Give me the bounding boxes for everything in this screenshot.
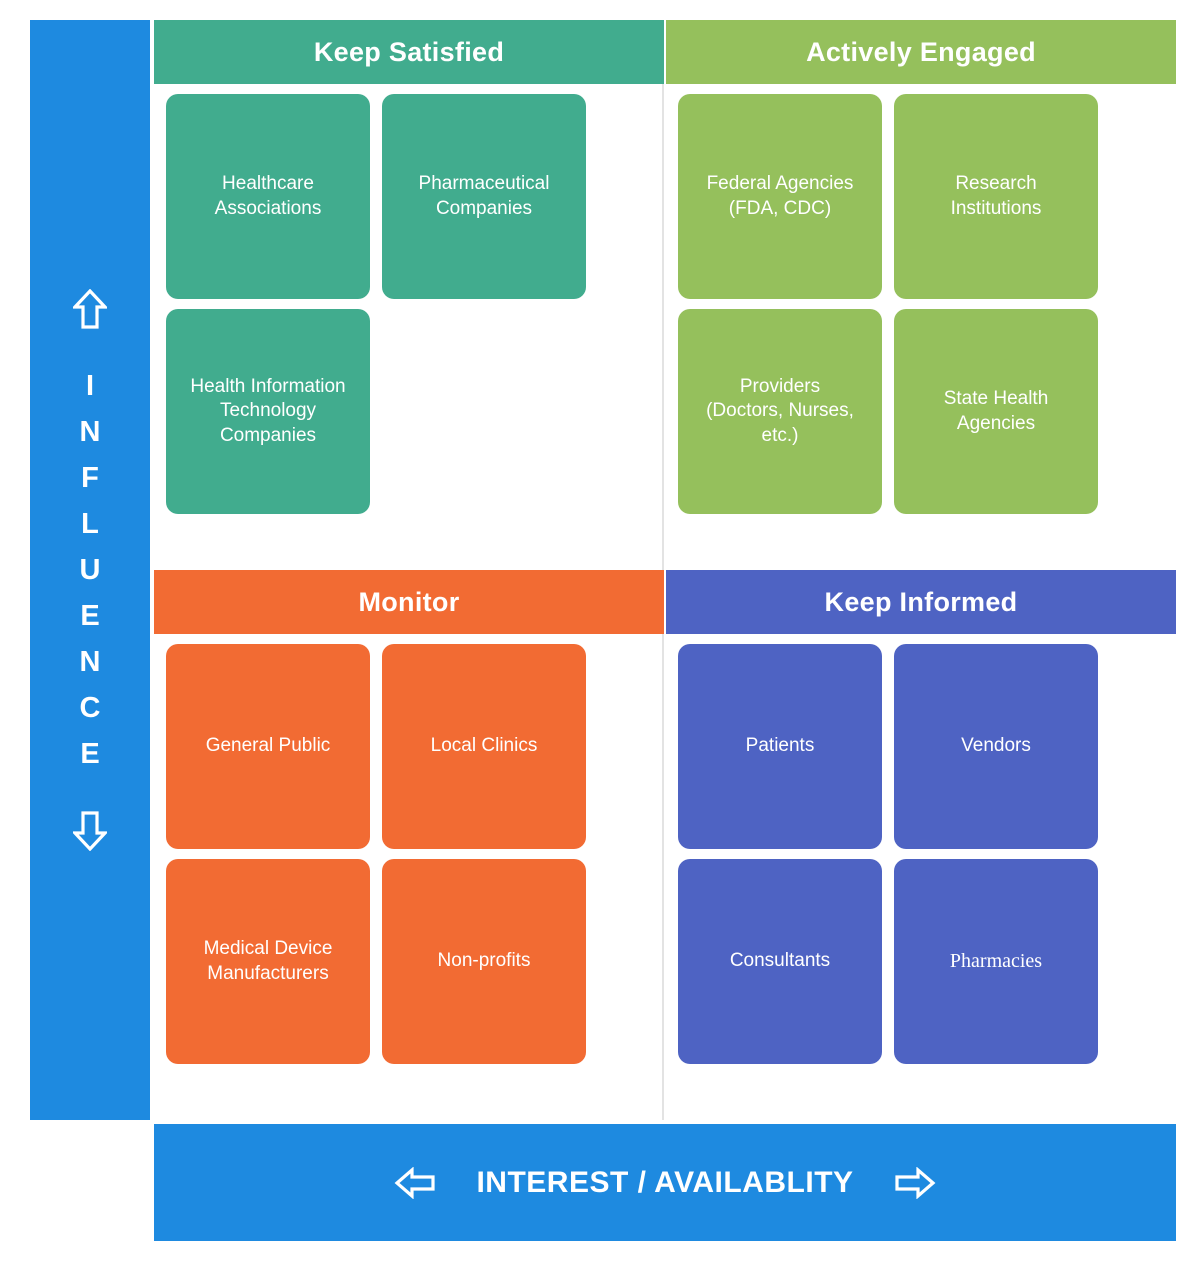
stakeholder-card[interactable]: Providers (Doctors, Nurses, etc.) — [678, 309, 882, 514]
stakeholder-card[interactable]: General Public — [166, 644, 370, 849]
stakeholder-card[interactable]: Consultants — [678, 859, 882, 1064]
influence-letter: C — [79, 691, 101, 724]
quadrant-keep-satisfied: Keep Satisfied Healthcare Associations P… — [154, 20, 664, 514]
quadrant-header-monitor: Monitor — [154, 570, 664, 634]
quadrant-header-keep-satisfied: Keep Satisfied — [154, 20, 664, 84]
influence-letter: E — [80, 599, 100, 632]
quadrant-actively-engaged: Actively Engaged Federal Agencies (FDA, … — [666, 20, 1176, 514]
stakeholder-card[interactable]: Pharmacies — [894, 859, 1098, 1064]
arrow-up-outline-icon — [73, 289, 107, 329]
influence-axis: I N F L U E N C E — [30, 20, 150, 1120]
card-area-keep-satisfied: Healthcare Associations Pharmaceutical C… — [154, 84, 664, 514]
stakeholder-card-label: Non-profits — [437, 950, 531, 972]
quadrant-keep-informed: Keep Informed Patients Vendors Consultan… — [666, 570, 1176, 1064]
arrow-left-outline-icon — [394, 1166, 436, 1199]
interest-axis-label: INTEREST / AVAILABLITY — [476, 1165, 854, 1199]
influence-letter: N — [79, 415, 101, 448]
stakeholder-card[interactable]: Patients — [678, 644, 882, 849]
stakeholder-card[interactable]: Medical Device Manufacturers — [166, 859, 370, 1064]
card-area-monitor: General Public Local Clinics Medical Dev… — [154, 634, 664, 1064]
stakeholder-card-label: Consultants — [729, 950, 831, 972]
influence-letter: E — [80, 737, 100, 770]
stakeholder-card-label: Medical Device Manufacturers — [203, 938, 333, 984]
influence-letter: N — [79, 645, 101, 678]
card-area-actively-engaged: Federal Agencies (FDA, CDC) Research Ins… — [666, 84, 1176, 514]
influence-letter: L — [81, 507, 99, 540]
stakeholder-card-label: General Public — [205, 735, 331, 757]
stakeholder-card[interactable]: Research Institutions — [894, 94, 1098, 299]
influence-letter: U — [79, 553, 101, 586]
influence-letter: I — [85, 369, 95, 402]
quadrant-monitor: Monitor General Public Local Clinics Med… — [154, 570, 664, 1064]
arrow-right-outline-icon — [894, 1166, 935, 1199]
stakeholder-card-label: Health Information Technology Companies — [190, 376, 346, 446]
stakeholder-card-label: Vendors — [961, 735, 1031, 757]
influence-letter: F — [81, 461, 99, 494]
stakeholder-card-label: Research Institutions — [950, 173, 1042, 219]
stakeholder-card[interactable]: Federal Agencies (FDA, CDC) — [678, 94, 882, 299]
stakeholder-card-label: Healthcare Associations — [214, 173, 322, 219]
stakeholder-card-label: Providers (Doctors, Nurses, etc.) — [706, 376, 854, 446]
card-area-keep-informed: Patients Vendors Consultants Pharmacies — [666, 634, 1176, 1064]
stakeholder-card-label: Pharmaceutical Companies — [418, 173, 550, 219]
quadrant-header-actively-engaged: Actively Engaged — [666, 20, 1176, 84]
stakeholder-card-label: Pharmacies — [949, 949, 1043, 972]
stakeholder-card[interactable]: State Health Agencies — [894, 309, 1098, 514]
influence-axis-label: I N F L U E N C E — [80, 363, 101, 777]
stakeholder-card-label: State Health Agencies — [943, 388, 1049, 434]
interest-availability-axis: INTEREST / AVAILABLITY — [154, 1124, 1176, 1241]
stakeholder-card[interactable]: Pharmaceutical Companies — [382, 94, 586, 299]
stakeholder-card-label: Local Clinics — [430, 735, 538, 757]
arrow-down-outline-icon — [73, 811, 107, 851]
stakeholder-card[interactable]: Non-profits — [382, 859, 586, 1064]
stakeholder-card[interactable]: Health Information Technology Companies — [166, 309, 370, 514]
stakeholder-card[interactable]: Vendors — [894, 644, 1098, 849]
stakeholder-card[interactable]: Healthcare Associations — [166, 94, 370, 299]
stakeholder-card-label: Federal Agencies (FDA, CDC) — [706, 173, 854, 219]
stakeholder-card[interactable]: Local Clinics — [382, 644, 586, 849]
quadrant-grid: Keep Satisfied Healthcare Associations P… — [154, 20, 1176, 1120]
stakeholder-card-label: Patients — [745, 735, 815, 757]
quadrant-header-keep-informed: Keep Informed — [666, 570, 1176, 634]
